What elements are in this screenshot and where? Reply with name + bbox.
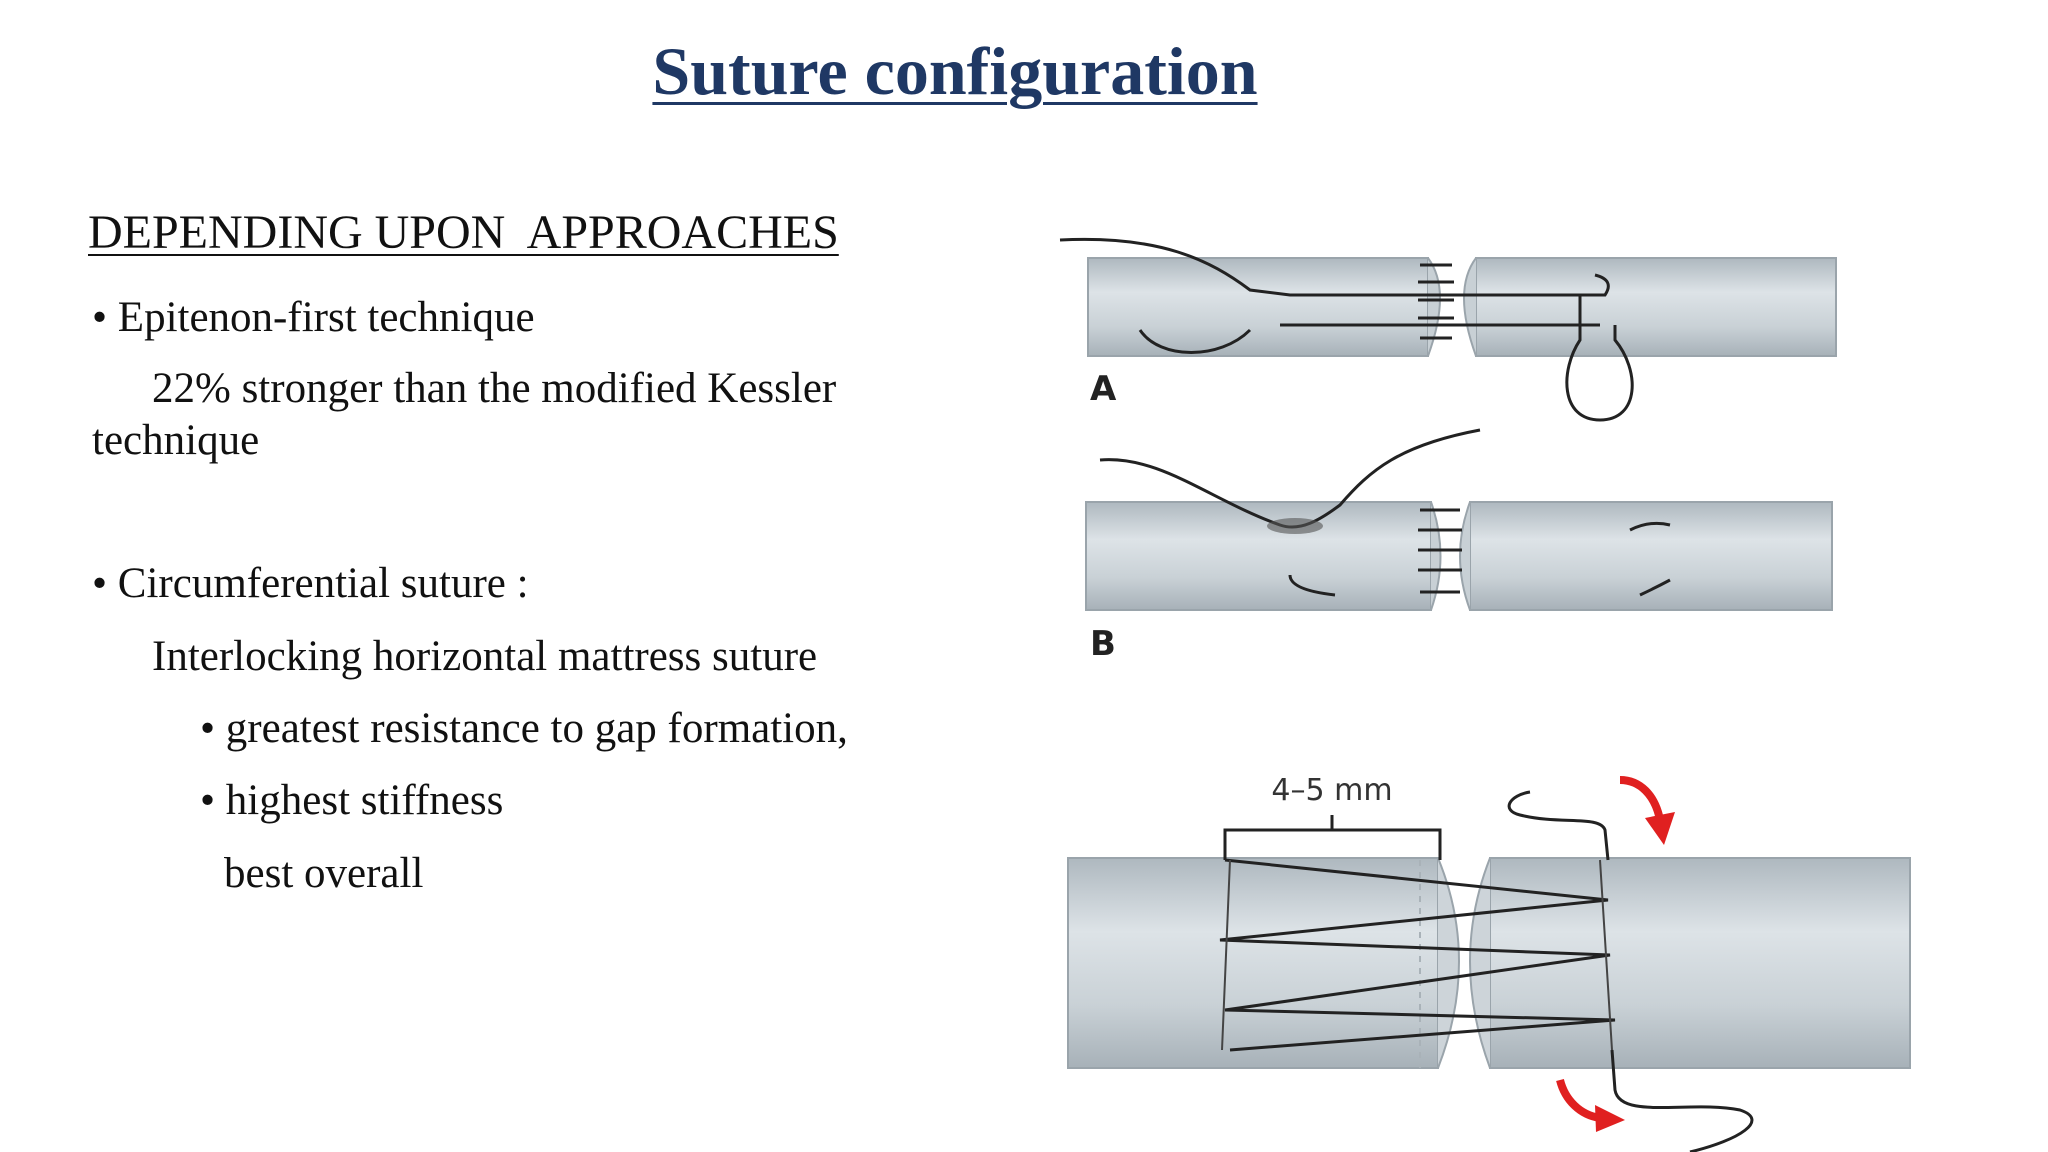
slide-title: Suture configuration (652, 33, 1258, 109)
epitenon-detail-line-1: 22% stronger than the modified Kessler (152, 365, 837, 412)
panel-a-label: A (1090, 369, 1117, 409)
panel-b-label: B (1090, 624, 1116, 664)
point-stiffness: • highest stiffness (200, 777, 504, 824)
circumferential-subtitle: Interlocking horizontal mattress suture (152, 633, 818, 680)
summary-best-overall: best overall (224, 850, 424, 897)
measurement-label: 4–5 mm (1271, 773, 1392, 808)
suture-diagram-svg: A B (1059, 237, 1911, 1152)
point-gap-resistance: • greatest resistance to gap formation, (200, 705, 848, 752)
panel-b: B (1085, 428, 1833, 664)
bullet-epitenon: • Epitenon-first technique (92, 294, 535, 341)
panel-c: 4–5 mm (1067, 773, 1911, 1152)
suture-diagram: A B (1040, 220, 2040, 1152)
epitenon-detail-line-2: technique (92, 417, 260, 464)
section-heading: DEPENDING UPON APPROACHES (88, 206, 839, 259)
panel-a: A (1059, 237, 1837, 422)
bullet-circumferential: • Circumferential suture : (92, 560, 529, 607)
